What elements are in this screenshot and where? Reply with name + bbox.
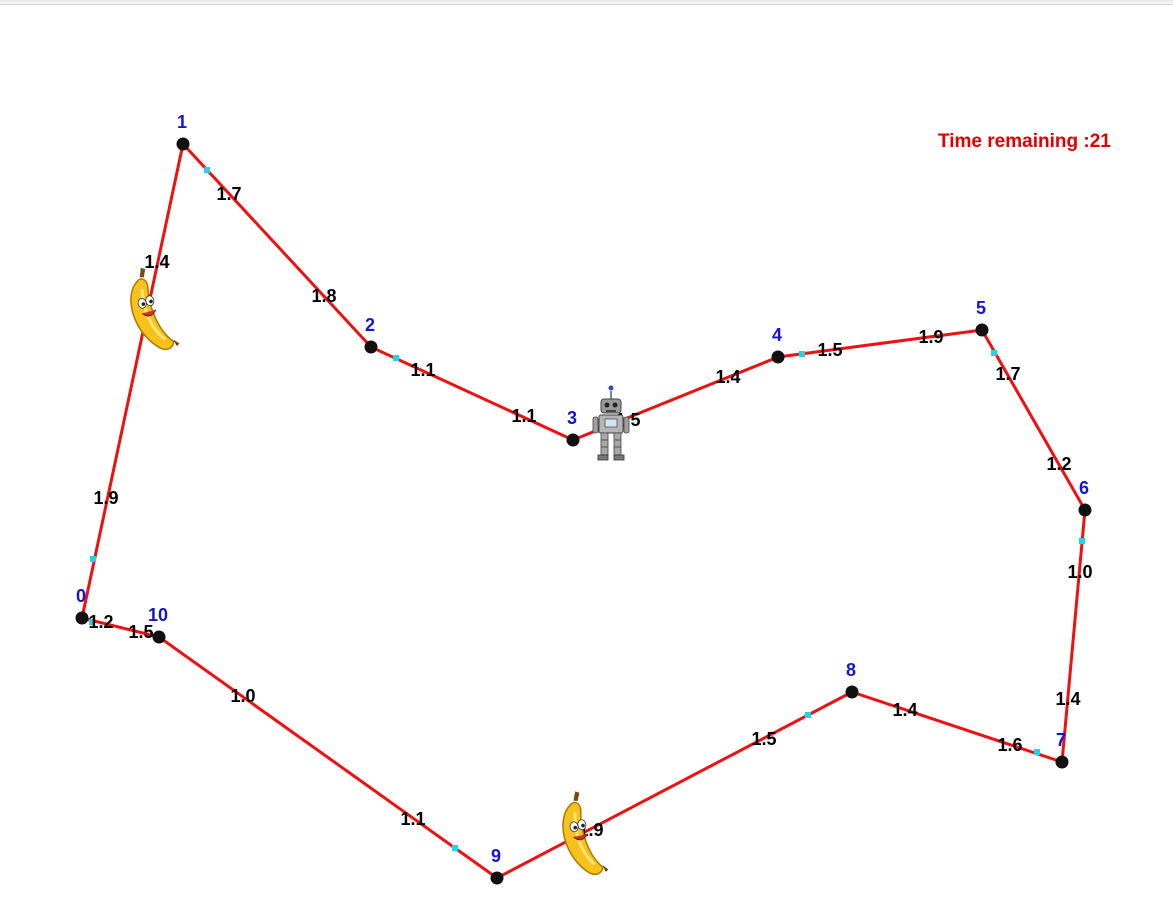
graph-nodes [75,137,1092,885]
edge-weight-labels: 1.4 1.9 1.7 1.8 1.1 1.1 1.5 1.4 1.5 1.9 1.7 1.2 1.0 1… [88,184,1092,840]
node-label-8: 8 [846,660,856,680]
node-label-4: 4 [772,325,782,345]
node-label-0: 0 [76,586,86,606]
graph-node-10[interactable] [152,630,166,644]
edge-weight-label: 1.1 [400,809,425,829]
edge-marker [89,619,95,625]
node-label-5: 5 [976,298,986,318]
graph-node-7[interactable] [1055,755,1069,769]
path-edge-4-5 [776,328,984,359]
node-labels: 0 1 2 3 4 5 6 7 8 9 10 [76,112,1089,866]
edge-marker [452,845,458,851]
edge-weight-label: 1.6 [997,735,1022,755]
edge-marker [799,351,805,357]
edge-weight-label: 1.5 [817,340,842,360]
path-edge-6-7 [1060,508,1087,764]
graph-node-4[interactable] [771,350,785,364]
edge-marker [204,167,210,173]
path-edge-1-2 [181,142,373,349]
graph-node-6[interactable] [1078,503,1092,517]
graph-node-1[interactable] [176,137,190,151]
timer-value: 21 [1089,131,1111,152]
edge-weight-label: 1.4 [892,700,917,720]
node-label-10: 10 [148,605,168,625]
edge-weight-label: 1.4 [144,252,169,272]
path-edge-7-8 [850,690,1064,764]
edge-weight-label: 1.2 [88,612,113,632]
edge-weight-label: 1.1 [410,360,435,380]
edge-marker [90,556,96,562]
edge-weight-label: 1.0 [1067,562,1092,582]
path-edge-2-3 [369,345,575,442]
graph-node-3[interactable] [566,433,580,447]
graph-node-0[interactable] [75,611,89,625]
path-edges [80,142,1087,880]
edge-weight-label: 1.8 [311,286,336,306]
path-edge-8-9 [495,690,854,880]
node-label-2: 2 [365,315,375,335]
graph-node-2[interactable] [364,340,378,354]
node-label-9: 9 [491,846,501,866]
graph-node-9[interactable] [490,871,504,885]
edge-marker [1034,749,1040,755]
banana-icon [130,267,180,351]
edge-weight-label: 1.9 [918,327,943,347]
node-label-1: 1 [177,112,187,132]
edge-marker [805,712,811,718]
path-edge-5-6 [980,328,1087,512]
edge-weight-label: 1.0 [230,686,255,706]
edge-weight-label: 1.9 [93,488,118,508]
edge-weight-label: 1.4 [715,367,740,387]
graph-node-5[interactable] [975,323,989,337]
edge-marker [393,355,399,361]
edge-weight-label: 1.7 [995,364,1020,384]
node-label-3: 3 [567,408,577,428]
edge-weight-label: 1.4 [1055,689,1080,709]
time-remaining-text: Time remaining :21 [938,131,1111,153]
node-label-6: 6 [1079,478,1089,498]
edge-weight-label: 1.5 [751,729,776,749]
graph-node-8[interactable] [845,685,859,699]
edge-markers [89,167,1085,851]
banana-icon [562,791,609,876]
node-label-7: 7 [1056,730,1066,750]
edge-weight-label: 1.5 [128,622,153,642]
edge-marker [991,350,997,356]
path-edge-9-10 [157,635,499,880]
window-top-edge [0,0,1173,5]
timer-label: Time remaining : [938,131,1090,152]
path-edge-0-1 [80,142,185,620]
edge-weight-label: 1.7 [216,184,241,204]
robot-icon [592,385,630,461]
edge-weight-label: 1.1 [511,406,536,426]
edge-marker [1079,538,1085,544]
edge-weight-label: 1.2 [1046,454,1071,474]
